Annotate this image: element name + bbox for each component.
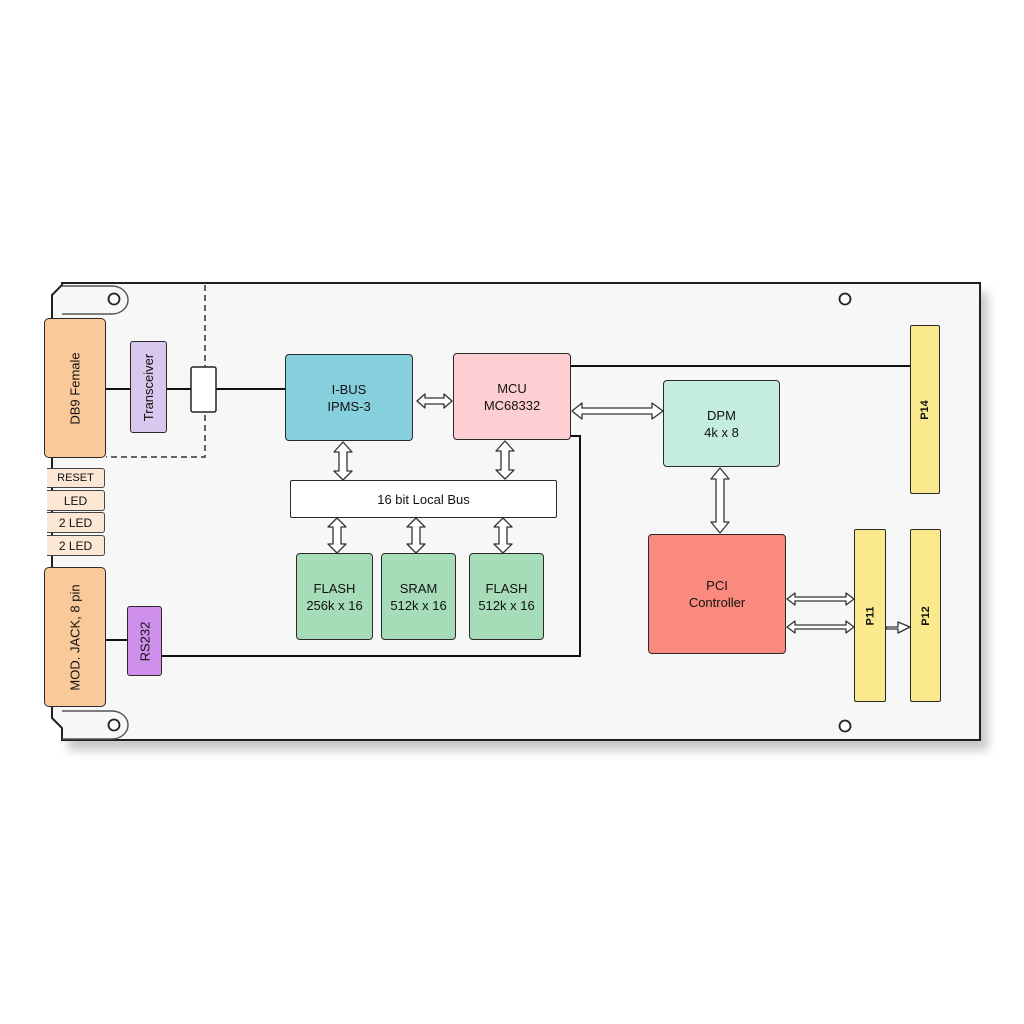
flash2-title: FLASH: [485, 580, 528, 596]
transceiver-label: Transceiver: [141, 353, 156, 421]
led-1-label: LED: [63, 493, 88, 508]
led-reset: RESET: [47, 468, 105, 488]
p11-label: P11: [864, 606, 876, 625]
p12-label: P12: [919, 605, 932, 626]
sram-block: SRAM 512k x 16: [381, 553, 456, 640]
flash2-block: FLASH 512k x 16: [469, 553, 544, 640]
flash1-title: FLASH: [313, 580, 356, 596]
modjack-label: MOD. JACK, 8 pin: [67, 583, 83, 691]
arrow-p11-p12: [885, 621, 911, 634]
line-rs232-mcu: [162, 435, 581, 657]
led-1: LED: [47, 490, 105, 511]
rs232-block: RS232: [127, 606, 162, 676]
led-reset-label: RESET: [57, 472, 94, 484]
db9-label: DB9 Female: [67, 351, 83, 425]
led-3: 2 LED: [47, 535, 105, 556]
led-2-label: 2 LED: [58, 515, 93, 530]
pci-subtitle: Controller: [688, 595, 746, 610]
mounting-hole: [107, 292, 121, 306]
front-panel-bracket-top: [62, 285, 129, 315]
flash1-size: 256k x 16: [306, 597, 363, 613]
mcu-block: MCU MC68332: [453, 353, 571, 440]
p12-slot: P12: [910, 529, 941, 702]
rs232-label: RS232: [137, 621, 152, 661]
ibus-block: I-BUS IPMS-3: [285, 354, 413, 441]
led-3-label: 2 LED: [58, 538, 93, 553]
db9-connector: DB9 Female: [44, 318, 106, 458]
pci-controller-block: PCI Controller: [648, 534, 786, 654]
sram-size: 512k x 16: [390, 597, 447, 613]
isolator: [190, 366, 217, 413]
front-panel-bracket-bottom: [62, 710, 129, 740]
isolation-boundary: [106, 285, 206, 458]
arrow-ibus-mcu: [416, 393, 453, 409]
arrow-mcu-localbus: [495, 440, 515, 480]
ibus-subtitle: IPMS-3: [327, 398, 371, 414]
flash1-block: FLASH 256k x 16: [296, 553, 373, 640]
pci-title: PCI: [706, 578, 728, 593]
mounting-hole: [107, 718, 121, 732]
p14-label: P14: [918, 399, 931, 420]
modjack-connector: MOD. JACK, 8 pin: [44, 567, 106, 707]
arrow-dpm-pci: [710, 467, 730, 534]
local-bus-block: 16 bit Local Bus: [290, 480, 557, 518]
mcu-subtitle: MC68332: [483, 397, 541, 413]
mounting-hole: [838, 292, 852, 306]
mcu-title: MCU: [497, 380, 527, 396]
p11-slot: P11: [854, 529, 886, 702]
led-2: 2 LED: [47, 512, 105, 533]
mounting-hole: [838, 719, 852, 733]
dpm-title: DPM: [707, 407, 736, 423]
local-bus-label: 16 bit Local Bus: [377, 491, 470, 507]
sram-title: SRAM: [399, 580, 438, 596]
p14-slot: P14: [910, 325, 940, 494]
flash2-size: 512k x 16: [478, 597, 535, 613]
transceiver-block: Transceiver: [130, 341, 167, 433]
dpm-block: DPM 4k x 8: [663, 380, 780, 467]
dpm-size: 4k x 8: [704, 424, 739, 440]
ibus-title: I-BUS: [331, 381, 367, 397]
